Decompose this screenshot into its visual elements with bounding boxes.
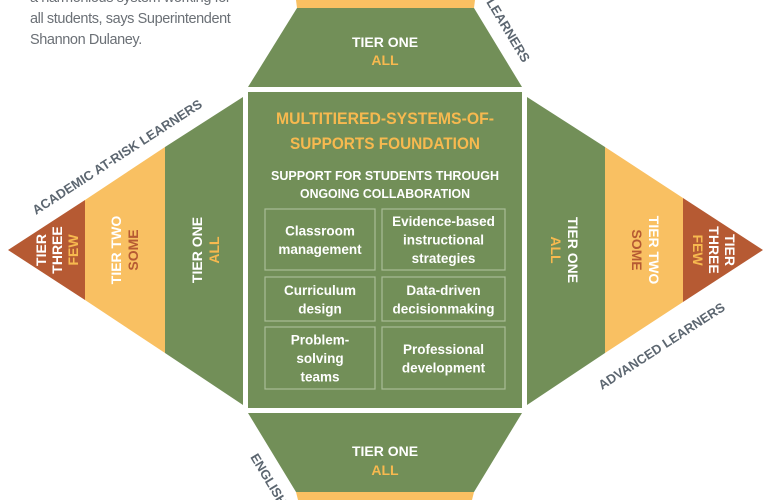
foundation-subtitle-line: SUPPORT FOR STUDENTS THROUGH (271, 168, 499, 183)
left-tier-two-text: TIER TWO SOME (108, 216, 141, 285)
practice-cell-line: strategies (412, 251, 476, 266)
svg-text:THREE: THREE (706, 226, 722, 273)
practice-cell-line: Data-driven (406, 283, 480, 298)
svg-text:ALL: ALL (206, 236, 222, 264)
top-tier-two-strip (296, 0, 475, 8)
practice-cell-line: Problem- (291, 333, 350, 348)
practice-cell-line: Curriculum (284, 283, 356, 298)
svg-text:SOME: SOME (629, 229, 645, 270)
practice-cell-line: management (278, 242, 362, 257)
intro-line: all students, says Superintendent (30, 11, 231, 27)
practice-cell-line: Evidence-based (392, 214, 495, 229)
foundation-title-line: MULTITIERED-SYSTEMS-OF- (276, 110, 494, 128)
svg-text:SOME: SOME (125, 229, 141, 270)
practice-cell-line: development (402, 360, 486, 375)
practice-cell-line: Classroom (285, 223, 355, 238)
practice-cell-border (264, 208, 376, 271)
bottom-tier-label: TIER ONE (352, 443, 418, 459)
practice-cell-line: instructional (403, 233, 484, 248)
practice-cell-line: teams (300, 370, 339, 385)
practice-cell: Data-driven decisionmaking (381, 276, 506, 322)
practice-cell-line: Professional (403, 342, 484, 357)
practice-cell: Evidence-based instructional strategies (381, 208, 506, 271)
foundation-box (248, 92, 522, 408)
svg-text:TIER TWO: TIER TWO (646, 216, 662, 285)
top-tier-one (248, 8, 522, 87)
left-tier-one (165, 97, 243, 405)
top-level-label: ALL (371, 52, 399, 68)
right-tier-three-text: TIER THREE FEW (690, 226, 738, 273)
svg-text:FEW: FEW (65, 234, 81, 266)
bottom-level-label: ALL (371, 462, 399, 478)
right-tier-two-text: TIER TWO SOME (629, 216, 662, 285)
left-tier-three (8, 200, 85, 300)
intro-text: a harmonious system working for all stud… (30, 0, 260, 51)
practice-cell-border (381, 276, 506, 322)
practice-cell-border (381, 326, 506, 390)
right-tier-one (527, 97, 605, 405)
top-tier-label: TIER ONE (352, 34, 418, 50)
right-tier-one-text: TIER ONE ALL (548, 217, 581, 283)
right-tier-two (605, 147, 683, 353)
intro-line: a harmonious system working for (30, 0, 260, 9)
svg-text:THREE: THREE (49, 226, 65, 273)
right-tier-three (683, 198, 763, 302)
practice-grid: Classroom management Evidence-based instruc… (264, 208, 506, 390)
practice-cell: Problem-solving teams (264, 326, 376, 390)
svg-text:TIER ONE: TIER ONE (565, 217, 581, 283)
foundation-title-line: SUPPORTS FOUNDATION (290, 135, 480, 153)
svg-text:TIER: TIER (33, 234, 49, 266)
practice-cell-line: solving (296, 351, 343, 366)
practice-cell: Professional development (381, 326, 506, 390)
svg-text:FEW: FEW (690, 234, 706, 266)
svg-text:TIER: TIER (722, 234, 738, 266)
practice-cell: Classroom management (264, 208, 376, 271)
left-tier-three-text: TIER THREE FEW (33, 226, 81, 273)
bottom-tier-two-strip (296, 492, 474, 500)
practice-cell-border (264, 326, 376, 390)
svg-text:TIER TWO: TIER TWO (108, 216, 124, 285)
bottom-tier-one (248, 413, 522, 492)
foundation-subtitle-line: ONGOING COLLABORATION (300, 186, 470, 201)
left-tier-two (85, 147, 165, 353)
practice-cell-line: decisionmaking (392, 301, 494, 316)
practice-cell-line: design (298, 301, 342, 316)
left-tier-one-text: TIER ONE ALL (189, 217, 222, 283)
practice-cell: Curriculum design (264, 276, 376, 322)
svg-text:ALL: ALL (548, 236, 564, 264)
practice-cell-border (381, 208, 506, 271)
practice-cell-border (264, 276, 376, 322)
intro-line: Shannon Dulaney. (30, 32, 142, 48)
svg-text:TIER ONE: TIER ONE (189, 217, 205, 283)
